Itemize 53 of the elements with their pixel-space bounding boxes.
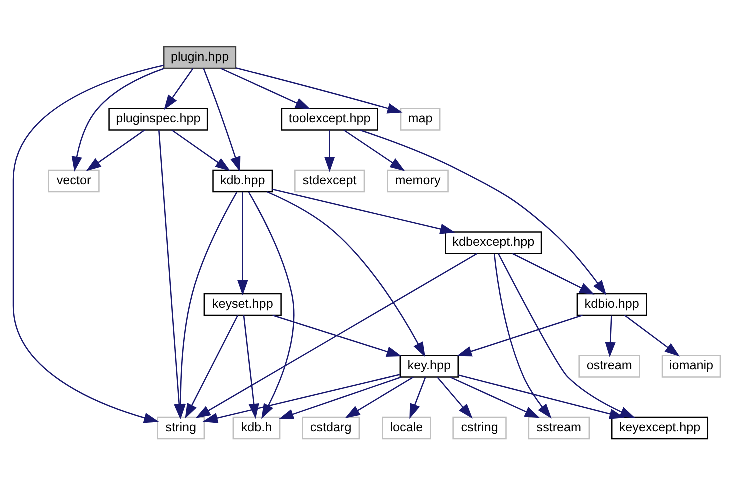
arrow (185, 314, 239, 418)
arrow (624, 314, 680, 356)
arrow (202, 374, 400, 423)
arrow (345, 376, 414, 418)
arrow (272, 314, 402, 356)
node-box: vector (48, 169, 100, 192)
arrow (360, 129, 607, 296)
node-box: kdbio.hpp (576, 292, 648, 316)
node-box: stdexcept (294, 169, 366, 192)
arrow (196, 252, 478, 418)
node-box: kdb.hpp (212, 169, 274, 192)
arrow (498, 253, 636, 418)
arrow (86, 129, 146, 171)
arrow (605, 315, 616, 358)
node-box: cstring (452, 416, 507, 440)
node-box: key.hpp (400, 354, 459, 378)
arrow (12, 64, 164, 423)
arrow (458, 374, 625, 419)
node-box: pluginspec.hpp (108, 108, 208, 130)
node-box: keyexcept.hpp (611, 416, 708, 440)
arrow (494, 253, 552, 418)
arrow (278, 376, 402, 420)
arrow (512, 252, 595, 294)
arrow (324, 130, 336, 172)
node-box: keyset.hpp (204, 292, 282, 316)
arrow (243, 314, 260, 419)
arrow (344, 129, 406, 171)
arrow (272, 188, 456, 234)
arrow (238, 192, 248, 296)
node-box: plugin.hpp (163, 46, 237, 69)
arrow (236, 66, 403, 114)
node-box: ostream (578, 354, 640, 378)
arrow (267, 191, 426, 357)
node-box: map (400, 108, 441, 130)
node-box: kdbexcept.hpp (445, 231, 542, 254)
node-box: cstdarg (302, 416, 360, 440)
arrow (248, 192, 295, 419)
arrow (72, 68, 165, 172)
arrow (456, 314, 583, 356)
node-box: string (157, 416, 206, 440)
arrow (172, 129, 231, 171)
arrow (410, 376, 426, 419)
node-box: iomanip (662, 354, 722, 378)
node-box: kdb.h (232, 416, 281, 440)
node-box: locale (382, 416, 432, 440)
arrow (450, 376, 540, 418)
arrow (203, 68, 241, 172)
node-box: memory (387, 169, 449, 192)
arrow (164, 68, 194, 110)
node-box: toolexcept.hpp (281, 108, 378, 130)
node-box: sstream (528, 416, 590, 440)
arrow (437, 376, 473, 418)
arrow (220, 67, 311, 110)
